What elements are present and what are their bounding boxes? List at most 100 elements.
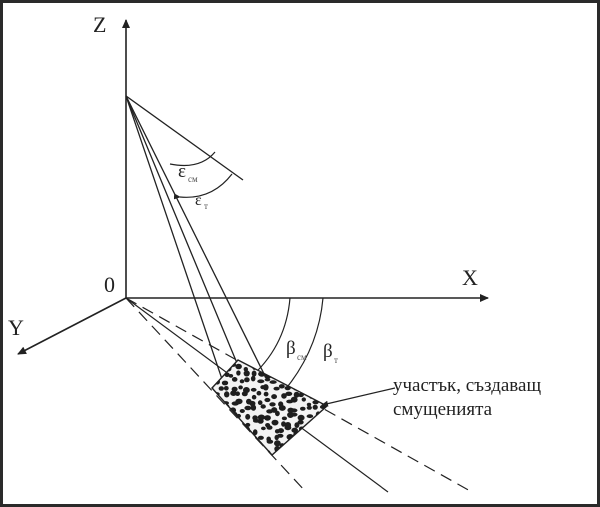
reference-line bbox=[125, 95, 244, 181]
zone-speckle bbox=[275, 410, 280, 417]
zone-speckle bbox=[212, 406, 213, 413]
zone-speckle bbox=[212, 370, 215, 377]
zone-speckle bbox=[308, 393, 314, 399]
zone-speckle bbox=[266, 439, 274, 444]
zone-speckle bbox=[321, 427, 327, 435]
zone-speckle bbox=[218, 386, 224, 391]
zone-speckle bbox=[241, 360, 250, 361]
zone-speckle bbox=[299, 370, 307, 377]
zone-speckle bbox=[269, 380, 277, 384]
annotation-leader bbox=[321, 387, 396, 407]
zone-speckle bbox=[224, 372, 230, 378]
zone-speckle bbox=[311, 392, 319, 397]
zone-speckle bbox=[279, 373, 286, 380]
ray-middle bbox=[125, 95, 245, 381]
zone-speckle bbox=[257, 379, 265, 384]
zone-speckle bbox=[224, 415, 231, 421]
zone-speckle bbox=[277, 428, 284, 434]
zone-speckle bbox=[241, 391, 248, 397]
zone-speckle bbox=[217, 443, 225, 449]
zone-speckle bbox=[260, 404, 266, 409]
zone-speckle bbox=[249, 440, 255, 446]
zone-speckle bbox=[312, 419, 319, 425]
zone-speckle bbox=[308, 426, 313, 431]
zone-speckle bbox=[266, 425, 273, 430]
zone-speckle bbox=[235, 391, 241, 397]
zone-speckle bbox=[279, 443, 285, 449]
ground-dashed-left bbox=[125, 297, 307, 493]
zone-speckle bbox=[257, 435, 264, 440]
beta-t-arc bbox=[277, 297, 324, 399]
zone-speckle bbox=[297, 419, 304, 425]
zone-speckle bbox=[245, 413, 251, 420]
zone-speckle bbox=[293, 391, 300, 398]
zone-speckle bbox=[313, 378, 319, 383]
zone-speckle bbox=[284, 369, 293, 375]
zone-speckle bbox=[257, 446, 263, 453]
zone-speckle bbox=[285, 362, 290, 367]
epsilon-t-arc bbox=[173, 173, 233, 200]
zone-speckle bbox=[230, 432, 236, 439]
zone-speckle bbox=[263, 384, 269, 391]
zone-speckle bbox=[235, 422, 242, 428]
zone-speckle bbox=[217, 434, 223, 441]
zone-speckle bbox=[288, 450, 294, 455]
epsilon-sm-symbol: ε bbox=[178, 161, 186, 182]
zone-speckle bbox=[284, 386, 291, 391]
zone-speckle bbox=[224, 391, 230, 398]
zone-speckle bbox=[313, 430, 319, 435]
zone-speckle bbox=[321, 391, 326, 397]
zone-speckle bbox=[312, 404, 318, 410]
zone-speckle bbox=[284, 360, 291, 364]
y-axis-label: Y bbox=[8, 315, 24, 340]
zone-speckle bbox=[212, 437, 216, 442]
zone-speckle bbox=[292, 447, 300, 453]
zone-speckle bbox=[291, 427, 299, 433]
zone-speckle bbox=[222, 419, 228, 424]
zone-speckle bbox=[250, 404, 257, 411]
zone-speckle bbox=[216, 360, 221, 363]
zone-speckle bbox=[314, 370, 322, 375]
beta-sm-subscript: см bbox=[297, 352, 307, 362]
zone-speckle bbox=[251, 370, 257, 377]
zone-speckle bbox=[212, 363, 215, 368]
zone-speckle bbox=[212, 419, 214, 426]
zone-speckle bbox=[318, 382, 326, 389]
zone-speckle bbox=[252, 429, 258, 436]
zone-speckle bbox=[264, 397, 271, 403]
zone-speckle bbox=[234, 441, 241, 448]
zone-speckle bbox=[237, 426, 244, 431]
zone-speckle bbox=[230, 390, 237, 397]
zone-speckle bbox=[231, 427, 239, 432]
zone-speckle bbox=[242, 449, 248, 454]
zone-speckle bbox=[306, 402, 312, 407]
zone-speckle bbox=[284, 425, 292, 431]
zone-speckle bbox=[215, 420, 223, 426]
zone-speckle bbox=[215, 426, 223, 431]
zone-speckle bbox=[297, 414, 305, 421]
zone-speckle bbox=[280, 365, 286, 372]
zone-speckle bbox=[294, 422, 300, 428]
beta-t-symbol: β bbox=[323, 341, 333, 362]
zone-speckle bbox=[307, 446, 315, 452]
zone-speckle bbox=[271, 419, 279, 426]
zone-speckle bbox=[312, 443, 320, 449]
zone-speckle bbox=[250, 387, 257, 392]
ray-inner bbox=[125, 95, 275, 395]
zone-speckle bbox=[304, 370, 311, 377]
zone-speckle bbox=[248, 360, 256, 362]
zone-speckle bbox=[311, 448, 319, 453]
zone-speckle bbox=[322, 422, 327, 427]
zone-speckle bbox=[305, 364, 311, 369]
beta-sm-symbol: β bbox=[286, 338, 296, 359]
zone-speckle bbox=[243, 370, 250, 377]
zone-speckle bbox=[250, 375, 256, 382]
zone-speckle bbox=[229, 445, 236, 452]
zone-speckle bbox=[221, 380, 229, 386]
zone-speckle bbox=[319, 372, 326, 376]
zone-speckle bbox=[212, 442, 215, 449]
zone-speckle bbox=[295, 438, 300, 445]
zone-speckle bbox=[321, 362, 327, 367]
disturbing-zone bbox=[211, 359, 329, 456]
zone-speckle bbox=[269, 402, 276, 407]
